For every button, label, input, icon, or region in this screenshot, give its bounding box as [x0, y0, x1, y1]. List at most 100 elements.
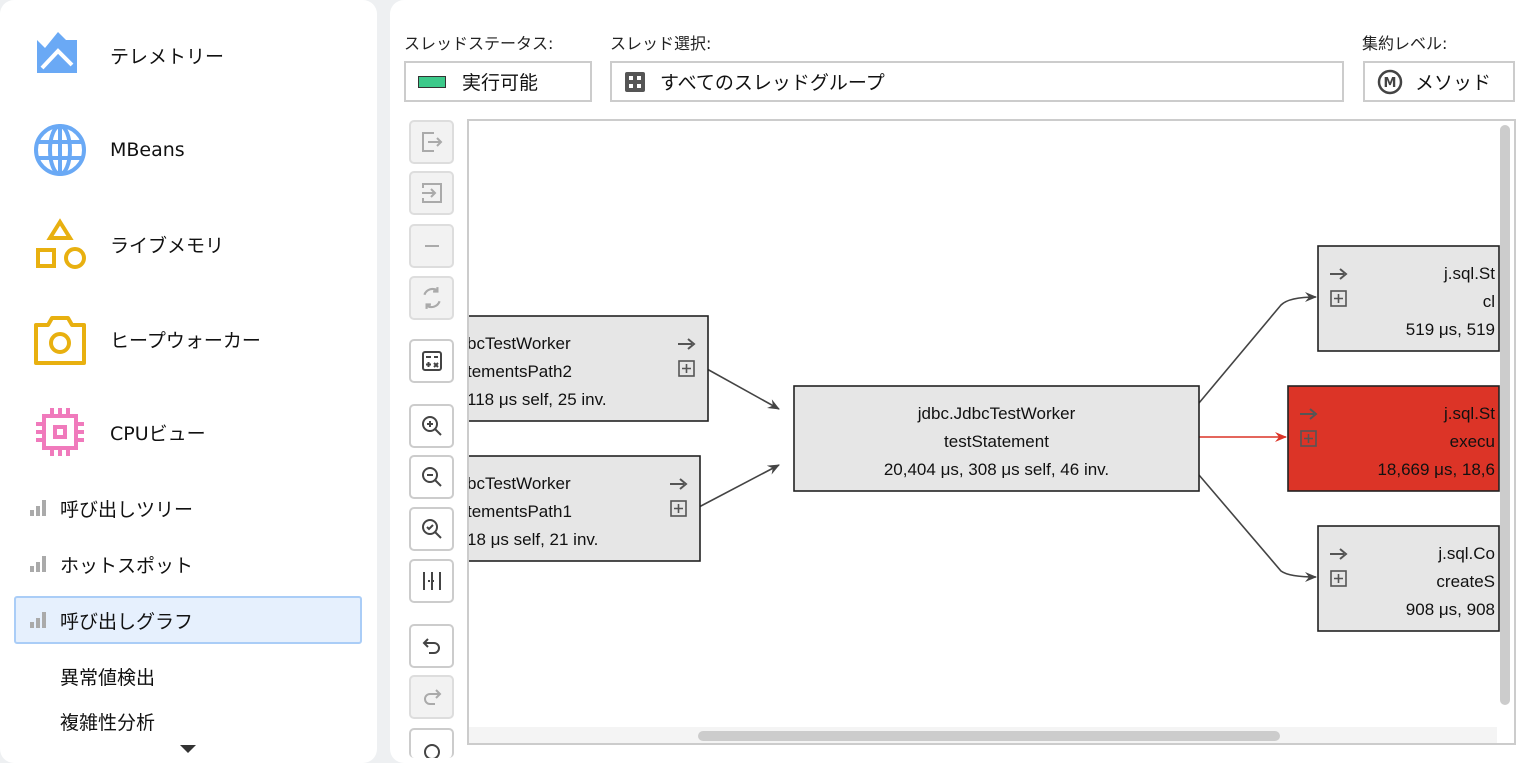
thread-status-label: スレッドステータス:	[404, 34, 554, 53]
call-graph-node[interactable]: bcTestWorker tementsPath1 18 μs self, 21 i…	[469, 455, 701, 562]
navigate-arrow-icon[interactable]	[670, 478, 688, 490]
expand-plus-icon[interactable]	[678, 360, 695, 377]
layout-columns-button[interactable]	[409, 559, 454, 603]
sidebar-item-outlier-detection[interactable]: 異常値検出	[14, 652, 362, 700]
calculator-button[interactable]	[409, 339, 454, 383]
sidebar-item-cpu-views[interactable]: CPUビュー	[30, 402, 206, 462]
node-text-line: jdbc.JdbcTestWorker	[917, 404, 1076, 423]
redo-button[interactable]	[409, 675, 454, 719]
node-text-line: 20,404 μs, 308 μs self, 46 inv.	[884, 460, 1109, 479]
show-callers-button[interactable]	[409, 120, 454, 164]
call-edge	[1198, 292, 1317, 404]
refresh-button[interactable]	[409, 276, 454, 320]
vertical-scrollbar-thumb[interactable]	[1500, 125, 1510, 705]
sidebar-item-live-memory[interactable]: ライブメモリ	[30, 214, 224, 274]
sidebar: テレメトリー MBeans ライブメモリ ヒープウォーカー CPUビュー 呼び出…	[0, 0, 377, 763]
node-text-line: 18 μs self, 21 inv.	[469, 530, 598, 549]
signal-bars-icon	[30, 500, 48, 516]
search-button[interactable]	[409, 728, 454, 758]
sidebar-item-call-tree[interactable]: 呼び出しツリー	[14, 484, 362, 532]
zoom-out-button[interactable]	[409, 455, 454, 499]
aggregation-level-dropdown[interactable]: M メソッド	[1363, 61, 1515, 102]
undo-button[interactable]	[409, 624, 454, 668]
scroll-down-arrow-icon[interactable]	[180, 745, 196, 753]
sidebar-item-complexity-analysis[interactable]: 複雑性分析	[14, 706, 362, 736]
globe-icon	[34, 124, 86, 176]
runnable-status-swatch-icon	[418, 75, 446, 88]
thread-selection-label: スレッド選択:	[610, 34, 712, 53]
expand-plus-icon[interactable]	[1300, 430, 1317, 447]
call-edge	[706, 368, 780, 410]
call-edge	[1198, 474, 1317, 582]
undo-icon	[422, 638, 440, 654]
thread-group-grid-icon	[625, 71, 645, 92]
zoom-in-button[interactable]	[409, 404, 454, 448]
aggregation-level-label: 集約レベル:	[1362, 34, 1448, 53]
signal-bars-icon	[30, 612, 48, 628]
thread-status-value: 実行可能	[462, 72, 539, 94]
zoom-check-icon	[421, 519, 442, 539]
node-box	[1317, 245, 1500, 352]
zoom-in-icon	[421, 416, 442, 436]
node-text-line: tementsPath2	[469, 362, 572, 381]
node-text-line: bcTestWorker	[469, 334, 571, 353]
aggregation-level-value: メソッド	[1415, 72, 1492, 94]
minus-icon	[424, 245, 439, 247]
expand-plus-icon[interactable]	[1330, 570, 1347, 587]
sidebar-item-label: ライブメモリ	[110, 234, 225, 257]
zoom-fit-button[interactable]	[409, 507, 454, 551]
import-arrow-icon	[421, 183, 442, 203]
sidebar-item-heap-walker[interactable]: ヒープウォーカー	[30, 309, 261, 369]
sidebar-item-call-graph[interactable]: 呼び出しグラフ	[14, 596, 362, 644]
remove-node-button[interactable]	[409, 224, 454, 268]
sidebar-item-label: 呼び出しツリー	[60, 498, 194, 521]
sidebar-item-label: CPUビュー	[110, 422, 206, 445]
navigate-arrow-icon[interactable]	[678, 338, 696, 350]
sidebar-item-label: テレメトリー	[110, 45, 225, 68]
thread-status-dropdown[interactable]: 実行可能	[404, 61, 592, 102]
node-text-line: 18,669 μs, 18,6	[1377, 460, 1495, 479]
main-panel: スレッドステータス: スレッド選択: 集約レベル: 実行可能 すべてのスレッドグ…	[390, 0, 1526, 763]
telemetry-icon	[37, 32, 77, 73]
sidebar-item-label: ホットスポット	[60, 554, 194, 577]
expand-plus-icon[interactable]	[670, 500, 687, 517]
export-arrow-icon	[421, 132, 442, 152]
svg-text:M: M	[1384, 76, 1397, 91]
sidebar-item-hot-spots[interactable]: ホットスポット	[14, 540, 362, 588]
refresh-cycle-icon	[422, 287, 441, 309]
thread-selection-dropdown[interactable]: すべてのスレッドグループ	[610, 61, 1344, 102]
navigate-arrow-icon[interactable]	[1330, 548, 1348, 560]
sidebar-item-mbeans[interactable]: MBeans	[30, 120, 185, 180]
horizontal-scrollbar-thumb[interactable]	[698, 731, 1280, 741]
node-text-line: createS	[1436, 572, 1495, 591]
sidebar-item-label: MBeans	[110, 139, 185, 161]
method-m-icon: M	[1377, 69, 1403, 94]
signal-bars-icon	[30, 556, 48, 572]
node-box	[793, 385, 1200, 492]
node-text-line: tementsPath1	[469, 502, 572, 521]
navigate-arrow-icon[interactable]	[1300, 408, 1318, 420]
sidebar-item-label: 異常値検出	[60, 666, 156, 689]
search-icon	[423, 744, 440, 758]
node-text-line: 519 μs, 519	[1406, 320, 1495, 339]
node-text-line: testStatement	[944, 432, 1049, 451]
sidebar-item-telemetry[interactable]: テレメトリー	[30, 25, 224, 85]
sidebar-item-label: 呼び出しグラフ	[60, 610, 194, 633]
show-callees-button[interactable]	[409, 171, 454, 215]
thread-selection-value: すべてのスレッドグループ	[660, 72, 885, 94]
cpu-chip-icon	[36, 408, 84, 456]
expand-plus-icon[interactable]	[1330, 290, 1347, 307]
call-graph-node[interactable]: jdbc.JdbcTestWorker testStatement 20,404 μ…	[793, 385, 1200, 492]
navigate-arrow-icon[interactable]	[1330, 268, 1348, 280]
node-text-line: 908 μs, 908	[1406, 600, 1495, 619]
node-box	[469, 315, 709, 422]
sidebar-item-label: ヒープウォーカー	[110, 329, 261, 352]
node-text-line: bcTestWorker	[469, 474, 571, 493]
sidebar-item-label: 複雑性分析	[60, 712, 156, 734]
node-text-line: cl	[1483, 292, 1495, 311]
